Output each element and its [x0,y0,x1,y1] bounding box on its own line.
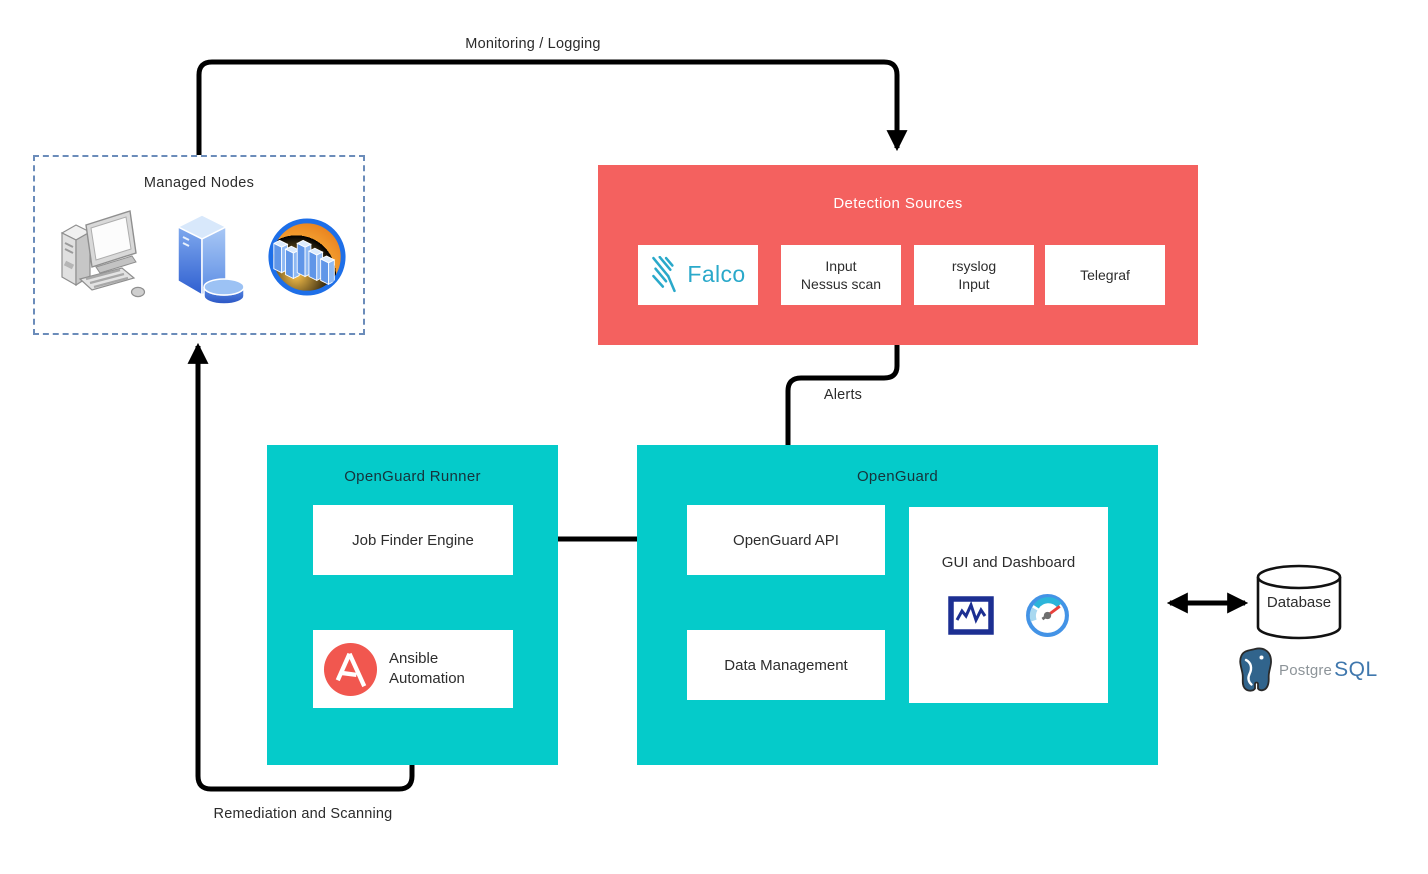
postgresql-logo: Postgre SQL [1233,646,1378,694]
falco-label: Falco [687,261,746,288]
managed-nodes-icons [35,197,363,317]
managed-nodes-title: Managed Nodes [143,175,255,191]
openguard-title: OpenGuard [856,468,939,485]
monitoring-arrow [196,59,908,155]
desktop-computer-icon [60,210,146,298]
postgres-brand-right: SQL [1334,658,1378,681]
openguard-api-label: OpenGuard API [733,531,839,549]
ansible-label-line2: Automation [389,670,465,687]
job-finder-engine-box: Job Finder Engine [313,505,513,575]
data-management-label: Data Management [724,656,848,674]
detection-sources-panel: Detection Sources Falco Input Nessus sca… [598,165,1198,345]
rsyslog-label-line2: Input [958,276,990,292]
nessus-source-box: Input Nessus scan [781,245,901,305]
ansible-logo-icon [323,642,378,696]
falco-bird-icon [652,256,677,293]
nessus-label-line1: Input [825,257,857,274]
postgres-brand-left: Postgre [1279,661,1333,679]
openguard-runner-panel: OpenGuard Runner Job Finder Engine Ansib… [267,445,558,765]
rsyslog-source-box: rsyslog Input [914,245,1034,305]
telegraf-label: Telegraf [1080,266,1130,283]
rsyslog-label-line1: rsyslog [951,257,997,274]
managed-nodes-panel: Managed Nodes [33,155,365,335]
openguard-api-box: OpenGuard API [687,505,885,575]
job-finder-engine-label: Job Finder Engine [352,531,474,549]
gui-dashboard-box: GUI and Dashboard [909,507,1108,703]
data-management-box: Data Management [687,630,885,700]
falco-source-box: Falco [638,245,758,305]
detection-sources-title: Detection Sources [833,195,963,212]
gauge-icon [1026,594,1069,637]
gui-dashboard-label: GUI and Dashboard [941,554,1076,571]
database-cylinder-icon [1256,564,1342,640]
openguard-runner-title: OpenGuard Runner [344,468,481,485]
line-chart-icon [948,595,994,635]
server-tower-icon [176,214,245,305]
monitoring-arrow-label: Monitoring / Logging [465,36,601,52]
gui-dashboard-icons [947,593,1070,638]
openguard-panel: OpenGuard OpenGuard API Data Management … [637,445,1158,765]
alerts-arrow-label: Alerts [823,387,863,403]
ansible-automation-label: Ansible Automation [389,649,465,690]
remediation-arrow-label: Remediation and Scanning [213,806,393,822]
telegraf-source-box: Telegraf [1045,245,1165,305]
server-cluster-icon [268,218,346,296]
nessus-label-line2: Nessus scan [800,276,882,292]
ansible-automation-box: Ansible Automation [313,630,513,708]
database-label: Database [1266,594,1332,611]
postgresql-elephant-icon [1239,647,1272,692]
ansible-label-line1: Ansible [389,649,439,667]
